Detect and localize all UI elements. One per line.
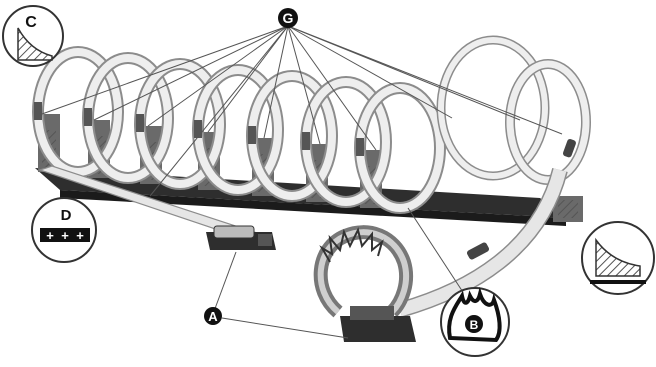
loop-connector-clip (302, 132, 310, 150)
callout-c: C (3, 6, 63, 66)
callout-d: D + + + (32, 198, 96, 262)
svg-text:A: A (208, 309, 218, 324)
track-connector-icon: + + + (40, 228, 90, 243)
callout-b: B (441, 288, 509, 356)
fire-ring-launcher (321, 230, 416, 342)
svg-text:+: + (61, 228, 69, 243)
loop-connector-clip (84, 108, 92, 126)
svg-text:G: G (283, 10, 294, 26)
loop-connector-clip (356, 138, 364, 156)
loop-connector-clip (136, 114, 144, 132)
loop-connector-clip (194, 120, 202, 138)
flame-icon: B (449, 294, 500, 340)
label-a: A (204, 307, 222, 325)
loop-connector-clip (248, 126, 256, 144)
svg-text:D: D (61, 207, 72, 224)
svg-text:+: + (76, 228, 84, 243)
svg-text:+: + (46, 228, 54, 243)
loop-connector-clip (34, 102, 42, 120)
launcher-left (206, 226, 276, 250)
toy-car (466, 241, 490, 260)
svg-text:C: C (25, 14, 37, 31)
callout-ramp-right (582, 222, 654, 294)
svg-text:B: B (470, 318, 479, 332)
label-g: G (278, 8, 298, 28)
